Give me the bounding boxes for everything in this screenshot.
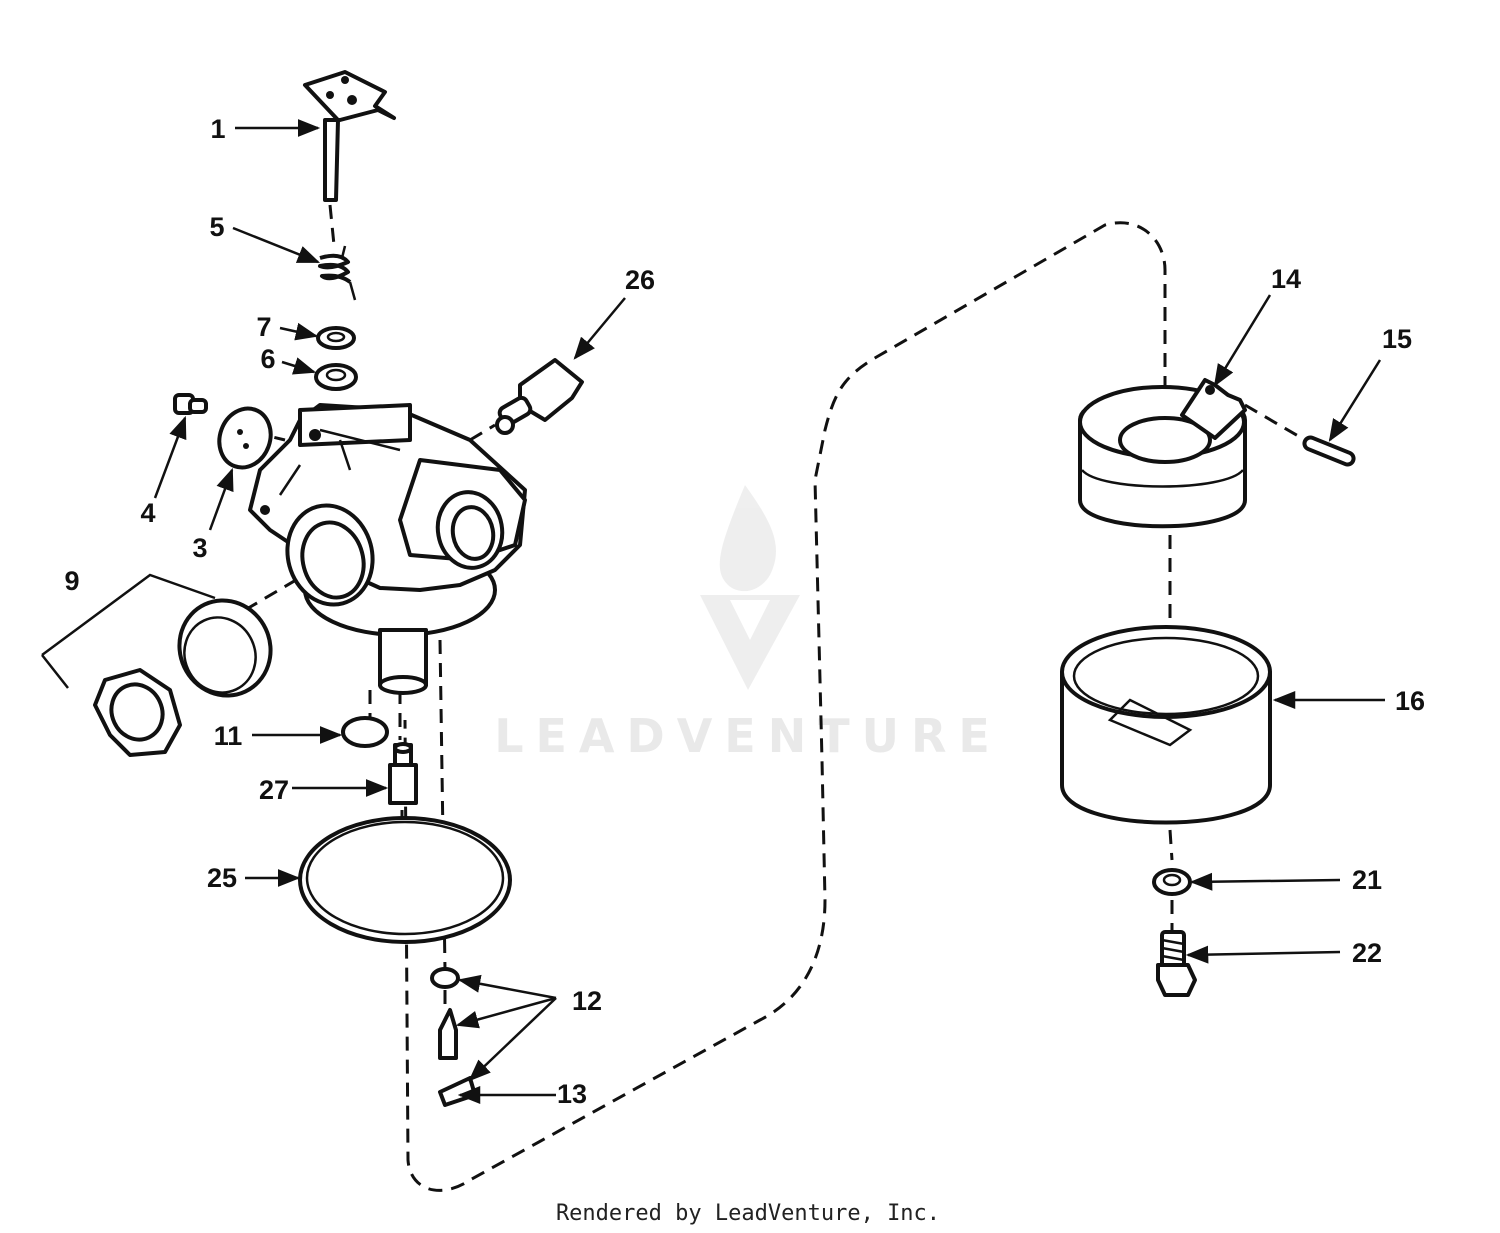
callout-11: 11 [214, 721, 243, 751]
part-15-pin [1302, 435, 1356, 467]
part-26-fitting [495, 358, 584, 435]
centerline-body-bottom [368, 639, 447, 971]
part-25-o-ring [298, 816, 512, 944]
callout-26: 26 [625, 265, 655, 295]
assembly-guide-line [403, 221, 1167, 1192]
part-4-screw [173, 393, 208, 415]
callout-6: 6 [260, 344, 275, 374]
callout-22: 22 [1352, 938, 1382, 968]
part-16-float-bowl [1060, 625, 1272, 825]
callout-3b: 3 [192, 533, 207, 563]
part-12-needle-parts [430, 967, 460, 1060]
callout-27: 27 [259, 775, 289, 805]
part-21-washer [1152, 868, 1192, 896]
callout-7: 7 [256, 312, 271, 342]
centerline-fitting [469, 423, 496, 442]
callout-1: 1 [210, 114, 225, 144]
centerline-throttle [328, 204, 336, 246]
part-1-throttle-shaft [303, 70, 396, 202]
callout-12: 12 [572, 986, 602, 1016]
callout-9: 9 [64, 566, 79, 596]
callout-3: 4 [140, 498, 155, 528]
part-11-disc [341, 716, 389, 748]
callout-5: 5 [209, 212, 224, 242]
part-9-primer-assembly [41, 573, 273, 757]
part-27-jet [388, 742, 418, 805]
watermark-logo-icon [700, 485, 800, 690]
callout-16: 16 [1395, 686, 1425, 716]
leader-lines [153, 119, 1385, 1104]
callout-21: 21 [1352, 865, 1382, 895]
callout-25: 25 [207, 863, 237, 893]
rendered-by-credit: Rendered by LeadVenture, Inc. [556, 1201, 940, 1226]
part-6-seal [314, 363, 358, 391]
part-5-spring [318, 245, 357, 301]
centerline-bowl-bottom [1168, 829, 1174, 861]
carburetor-body [248, 403, 527, 695]
centerline-pin [1244, 403, 1306, 442]
callout-14: 14 [1271, 264, 1301, 294]
part-22-drain-screw [1156, 930, 1197, 997]
callout-13: 13 [557, 1079, 587, 1109]
callout-15: 15 [1382, 324, 1412, 354]
part-13-clip [438, 1076, 477, 1107]
part-3-throttle-plate [217, 406, 273, 470]
part-7-seal [316, 326, 356, 350]
part-14-float [1078, 378, 1247, 529]
watermark-text: LEADVENTURE [494, 709, 1002, 763]
